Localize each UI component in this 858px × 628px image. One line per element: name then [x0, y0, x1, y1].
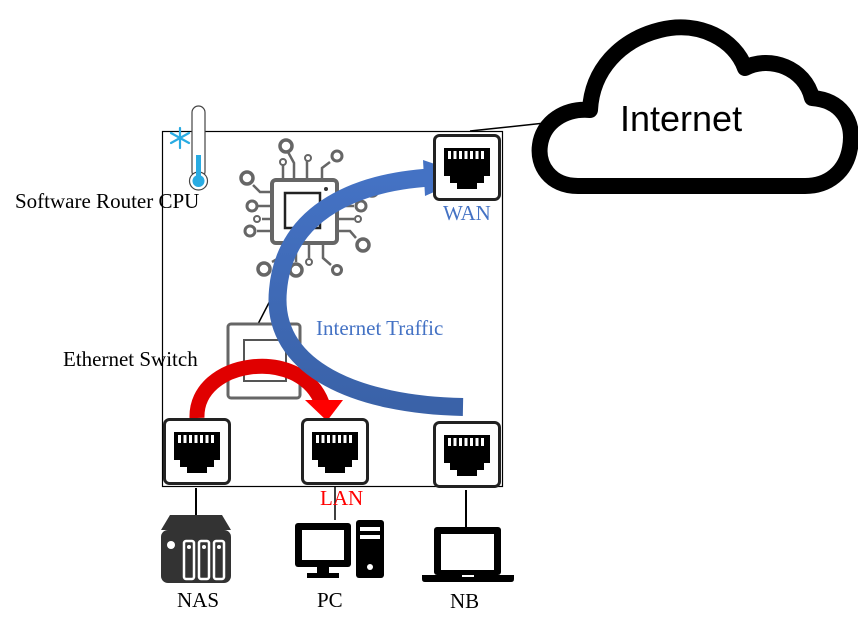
nas-icon	[161, 515, 231, 583]
lan-traffic-arrow	[189, 358, 343, 421]
device-label-pc: PC	[317, 588, 343, 612]
internet-cloud-label: Internet	[620, 98, 743, 139]
switch-label: Ethernet Switch	[63, 347, 198, 371]
thermometer-snowflake-icon	[169, 105, 209, 191]
internet-cloud-icon	[531, 19, 858, 194]
desktop-pc-icon	[295, 520, 384, 578]
router-enclosure	[161, 130, 504, 488]
lan-port-nas-icon	[163, 418, 231, 485]
cpu-chip-icon	[239, 138, 380, 278]
device-label-nb: NB	[450, 589, 480, 613]
wan-label: WAN	[443, 201, 491, 225]
cpu-label: Software Router CPU	[15, 189, 200, 213]
lan-port-pc-icon	[301, 418, 369, 485]
wan-uplink-line	[469, 122, 546, 132]
wan-port-icon	[433, 134, 501, 201]
internet-traffic-label: Internet Traffic	[316, 316, 444, 340]
laptop-icon	[422, 527, 514, 582]
lan-label: LAN	[320, 486, 364, 510]
lan-port-nb-icon	[433, 421, 501, 488]
device-label-nas: NAS	[177, 588, 220, 612]
